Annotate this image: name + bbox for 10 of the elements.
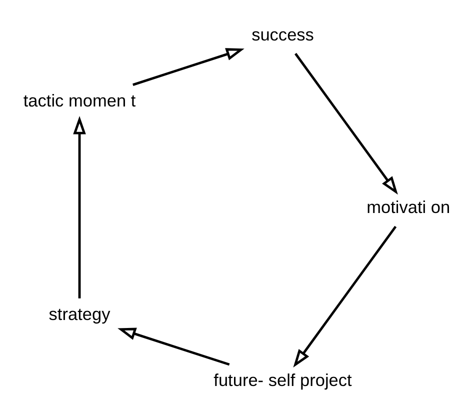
node-text: success [252, 24, 314, 44]
arrow [294, 52, 398, 194]
node-text: strategy [48, 304, 110, 324]
node-text: future- self project [214, 370, 352, 390]
arrow [118, 327, 230, 366]
node-text: motivati on [366, 196, 450, 217]
arrow [293, 225, 397, 367]
arrow [73, 115, 86, 298]
arrow [132, 48, 244, 86]
node-text: tactic momen t [23, 90, 136, 110]
